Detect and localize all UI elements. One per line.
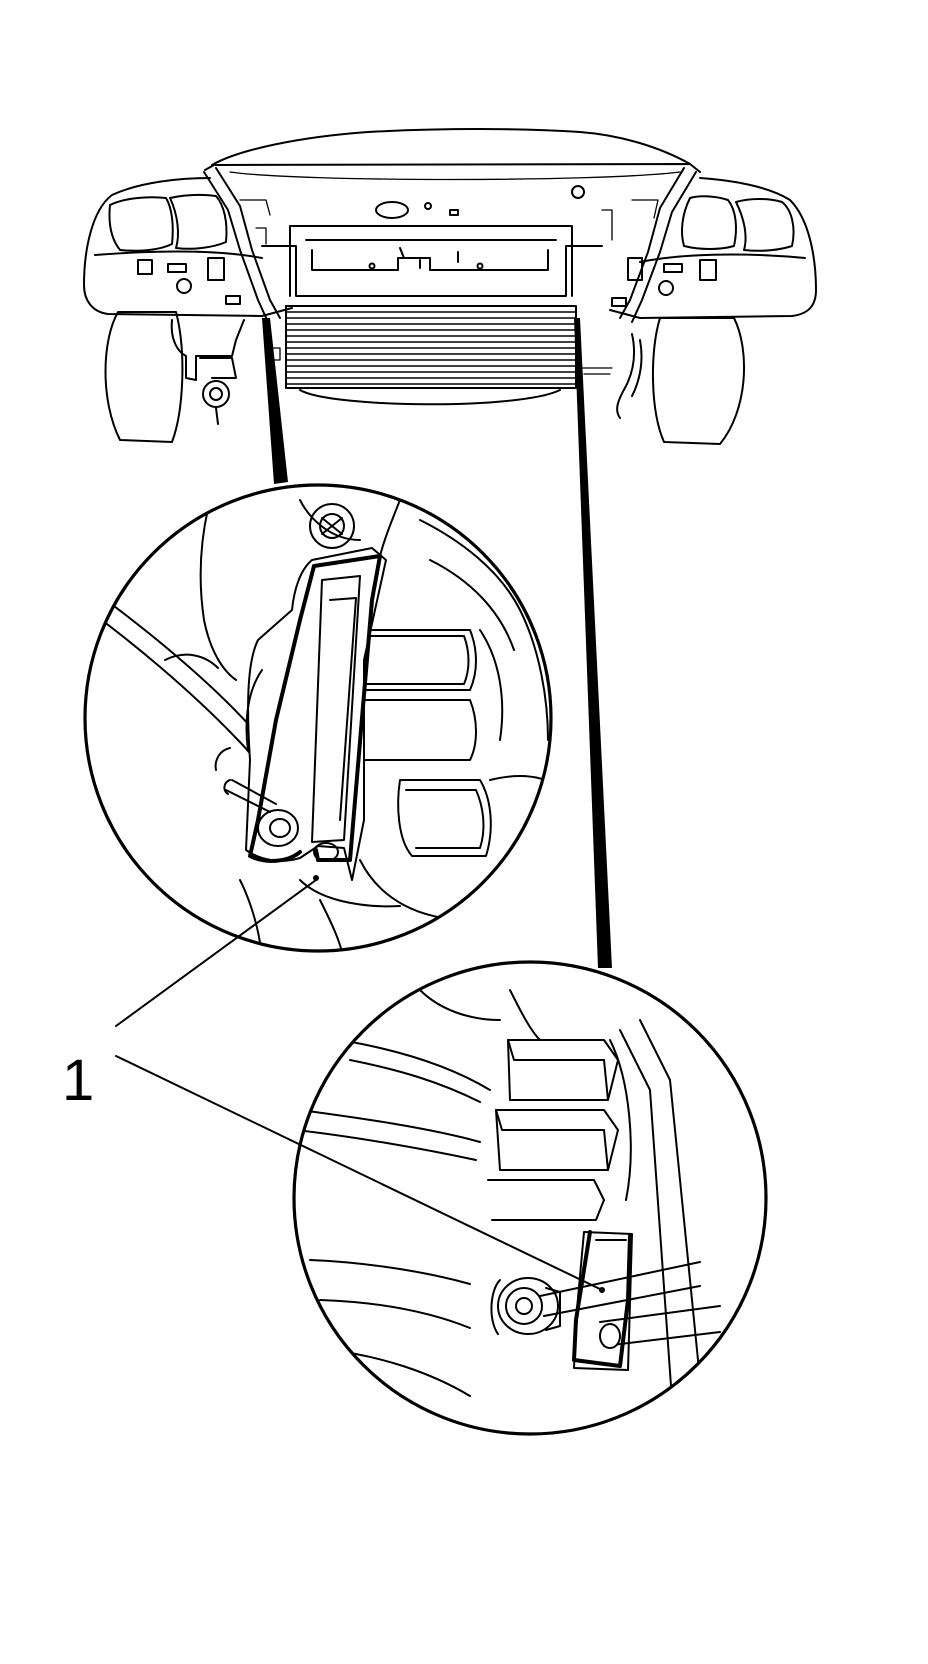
- vehicle-front-view: [83, 128, 817, 445]
- detail-view-upper: [83, 483, 553, 953]
- radiator-fins: [286, 311, 576, 385]
- callout-1-leaders: [115, 879, 603, 1291]
- callout-number-1: 1: [62, 1048, 95, 1113]
- detail-view-leaders: [262, 318, 612, 968]
- detail-view-lower: [292, 960, 768, 1436]
